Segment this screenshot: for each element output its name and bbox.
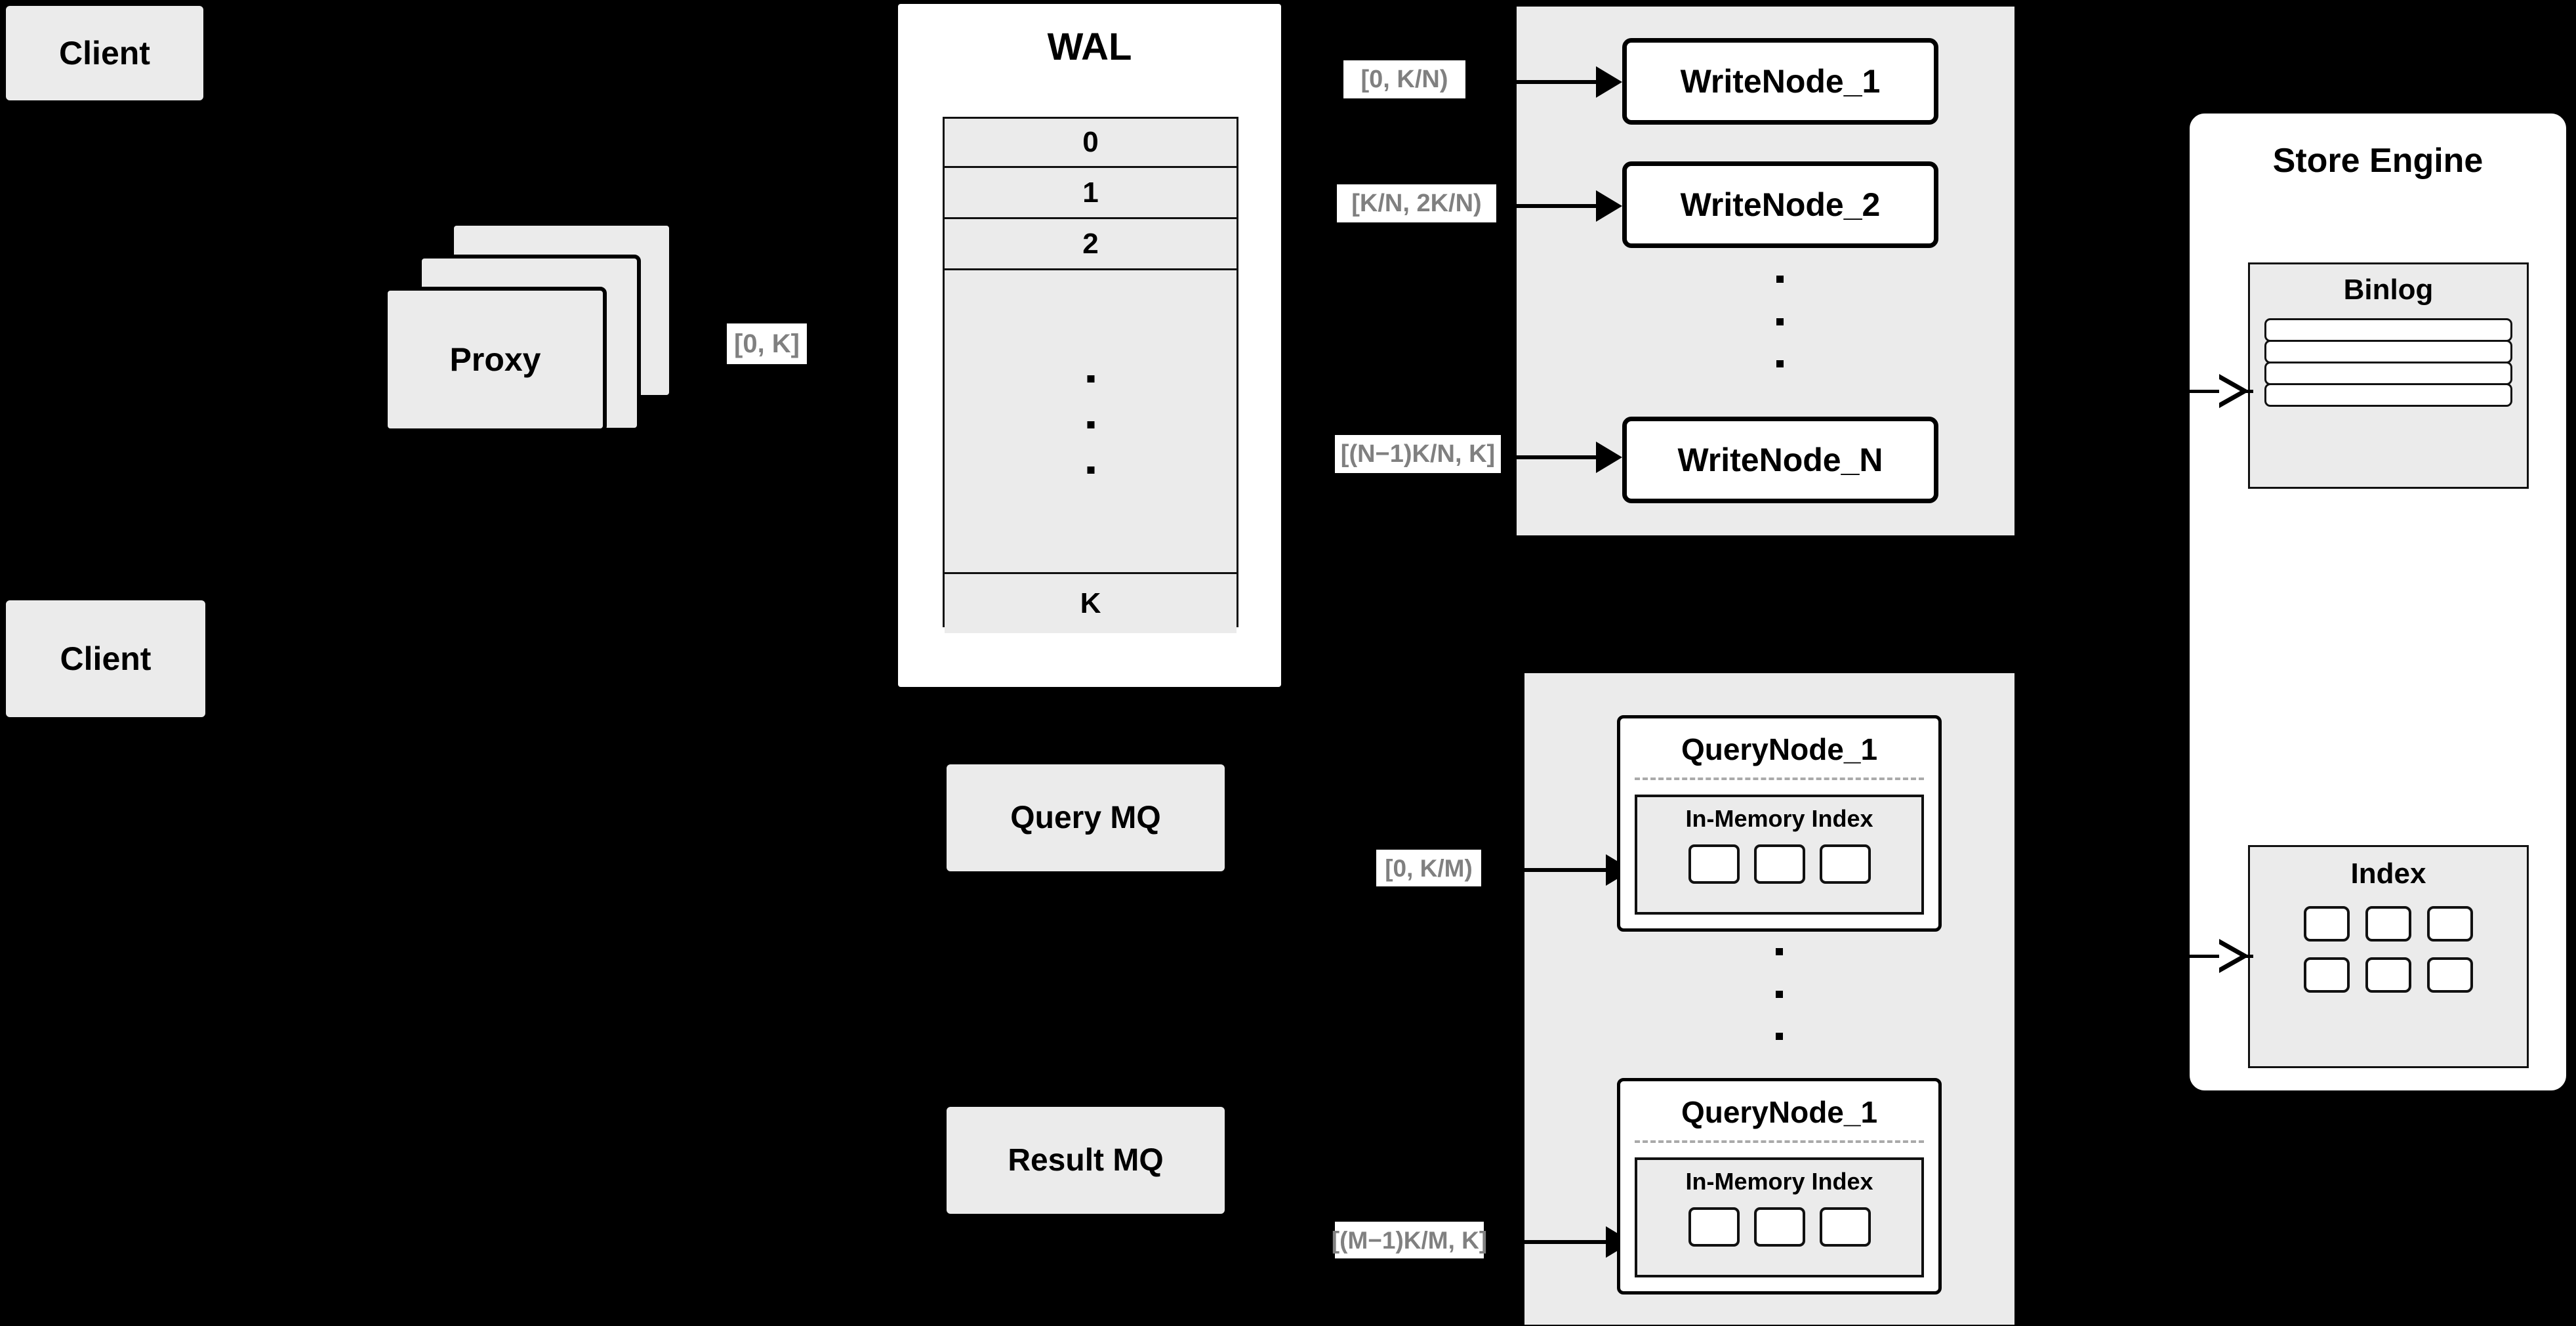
write-cluster-vertical-ellipsis-icon — [1776, 276, 1784, 367]
arrow-head-writenode-1 — [1596, 66, 1622, 98]
store-engine-title: Store Engine — [2272, 142, 2484, 180]
index-section: Index — [2248, 845, 2529, 1068]
result-mq-node[interactable]: Result MQ — [947, 1107, 1225, 1214]
proxy-label: Proxy — [449, 341, 541, 378]
arrow-line-writenode-n — [1517, 455, 1599, 459]
wal-row-0: 0 — [945, 119, 1237, 168]
binlog-row — [2264, 318, 2512, 342]
query-mq-node[interactable]: Query MQ — [947, 764, 1225, 871]
query-node-1-title: QueryNode_1 — [1681, 732, 1878, 766]
edge-label-writenode-1: [0, K/N) — [1343, 60, 1465, 98]
in-memory-index-cell — [1688, 844, 1740, 884]
query-cluster-vertical-ellipsis-icon — [1776, 948, 1783, 1040]
proxy-node[interactable]: Proxy — [384, 287, 607, 432]
edge-label-writenode-n: [(N−1)K/N, K] — [1335, 435, 1501, 473]
wal-entries-table: 0 1 2 K — [943, 117, 1238, 633]
index-cell — [2427, 906, 2473, 942]
write-node-2-label: WriteNode_2 — [1680, 186, 1881, 223]
binlog-section: Binlog — [2248, 262, 2529, 489]
client-node-2-label: Client — [60, 640, 152, 677]
write-node-1-label: WriteNode_1 — [1680, 63, 1881, 100]
index-cell — [2304, 906, 2350, 942]
arrow-head-open-to-index — [2219, 939, 2249, 973]
binlog-title: Binlog — [2343, 274, 2434, 306]
binlog-row — [2264, 362, 2512, 385]
arrow-head-open-to-binlog — [2219, 374, 2249, 408]
result-mq-label: Result MQ — [1008, 1143, 1164, 1178]
arrow-head-writenode-2 — [1596, 190, 1622, 222]
write-node-n-label: WriteNode_N — [1677, 442, 1883, 478]
in-memory-index-cell — [1819, 1207, 1871, 1247]
query-node-1[interactable]: QueryNode_1 In-Memory Index — [1617, 715, 1942, 932]
write-node-1[interactable]: WriteNode_1 — [1622, 38, 1938, 125]
wal-vertical-ellipsis-icon — [1087, 375, 1094, 474]
arrow-line-writenode-2 — [1517, 204, 1599, 208]
edge-label-querynode-m: [(M−1)K/M, K] — [1332, 1222, 1487, 1258]
query-node-1-divider — [1635, 777, 1924, 780]
index-cell — [2304, 957, 2350, 993]
in-memory-index-cell — [1688, 1207, 1740, 1247]
query-node-m-divider — [1635, 1140, 1924, 1143]
edge-label-writenode-2: [K/N, 2K/N) — [1337, 184, 1496, 222]
index-cell — [2365, 957, 2411, 993]
edge-label-proxy-to-wal: [0, K] — [727, 323, 807, 364]
wal-row-2: 2 — [945, 219, 1237, 270]
binlog-row — [2264, 340, 2512, 363]
query-node-m-in-memory-index: In-Memory Index — [1635, 1157, 1924, 1277]
wal-row-1: 1 — [945, 168, 1237, 219]
in-memory-index-cell — [1753, 844, 1805, 884]
query-node-m[interactable]: QueryNode_1 In-Memory Index — [1617, 1078, 1942, 1295]
index-cell — [2427, 957, 2473, 993]
arrow-line-querynode-1 — [1524, 868, 1608, 872]
query-node-m-in-memory-index-title: In-Memory Index — [1685, 1168, 1873, 1195]
query-mq-label: Query MQ — [1010, 800, 1161, 835]
in-memory-index-cell — [1819, 844, 1871, 884]
index-title: Index — [2350, 858, 2426, 890]
wal-row-k: K — [945, 574, 1237, 633]
query-node-1-in-memory-index: In-Memory Index — [1635, 795, 1924, 915]
client-node-1-label: Client — [59, 35, 150, 72]
write-node-n[interactable]: WriteNode_N — [1622, 417, 1938, 503]
arrow-line-writenode-1 — [1517, 80, 1599, 84]
arrow-line-querynode-m — [1524, 1240, 1608, 1244]
binlog-row — [2264, 383, 2512, 407]
edge-label-querynode-1: [0, K/M) — [1376, 850, 1481, 886]
query-node-m-title: QueryNode_1 — [1681, 1095, 1878, 1129]
client-node-2[interactable]: Client — [5, 599, 207, 718]
wal-row-ellipsis — [945, 270, 1237, 574]
in-memory-index-cell — [1753, 1207, 1805, 1247]
client-node-1[interactable]: Client — [5, 5, 205, 102]
write-node-2[interactable]: WriteNode_2 — [1622, 161, 1938, 248]
index-cell — [2365, 906, 2411, 942]
query-node-1-in-memory-index-title: In-Memory Index — [1685, 805, 1873, 832]
wal-title: WAL — [1047, 26, 1132, 68]
arrow-head-writenode-n — [1596, 442, 1622, 473]
